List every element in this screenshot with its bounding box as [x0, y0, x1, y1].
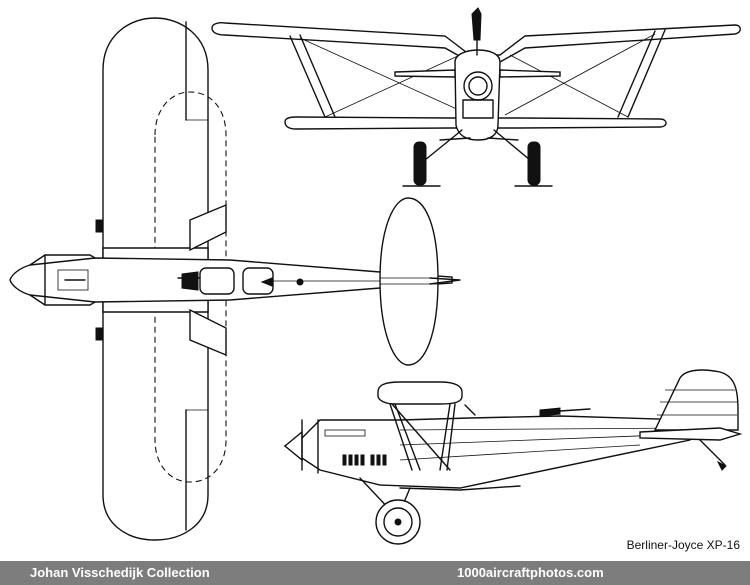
site-credit: 1000aircraftphotos.com: [457, 565, 604, 580]
side-fuselage: [283, 415, 701, 489]
plan-view: [9, 17, 461, 541]
aircraft-three-view: [9, 7, 743, 545]
plan-fuselage: [9, 257, 453, 303]
side-view: [283, 369, 743, 545]
side-upper-wing: [377, 381, 463, 405]
front-upper-wing: [211, 22, 741, 63]
plan-lower-wing: [154, 91, 227, 483]
side-fin-rudder: [653, 369, 739, 431]
front-left-wheel: [413, 141, 427, 186]
drawing-caption: Berliner-Joyce XP-16: [626, 538, 740, 552]
plan-horizontal-tail: [379, 197, 439, 366]
front-view: [211, 7, 741, 187]
footer-bar: Johan Visschedijk Collection 1000aircraf…: [0, 561, 750, 585]
collection-credit: Johan Visschedijk Collection: [30, 565, 210, 580]
front-right-wheel: [527, 141, 541, 186]
